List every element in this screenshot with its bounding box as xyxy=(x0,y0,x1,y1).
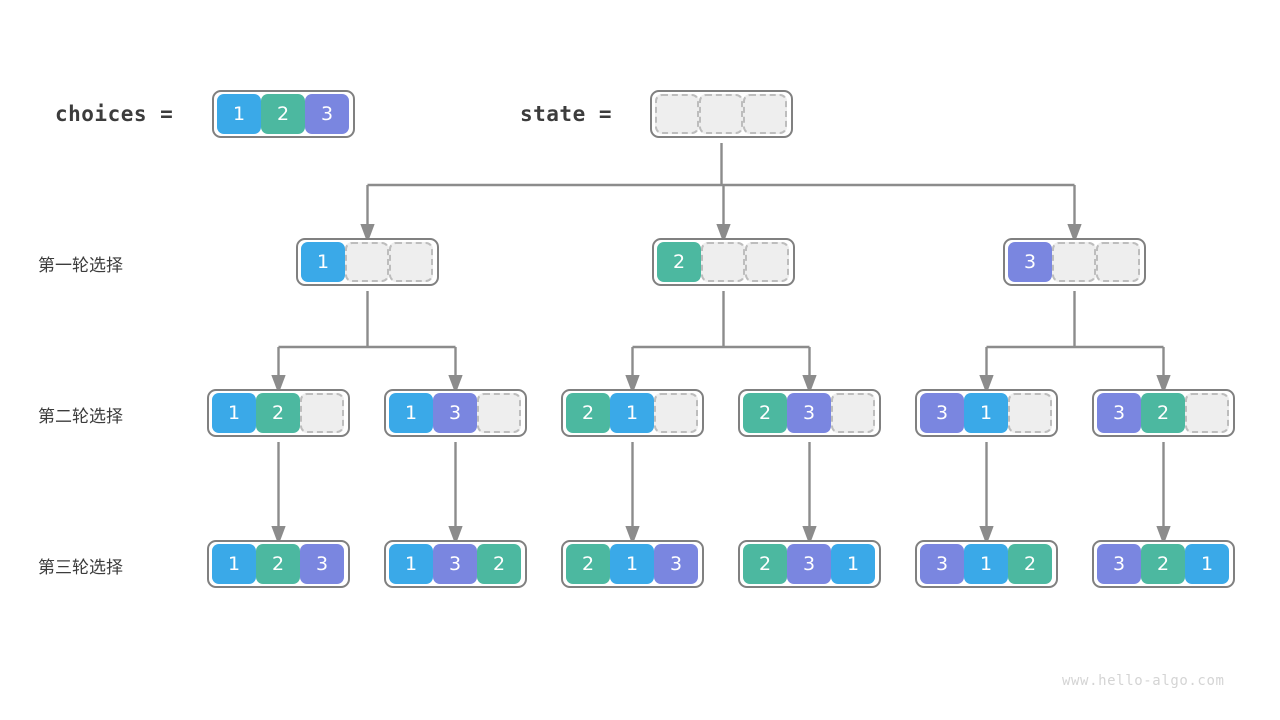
array-cell-empty xyxy=(1185,393,1229,433)
array-cell-empty xyxy=(743,94,787,134)
array-cell-filled: 1 xyxy=(212,544,256,584)
array-cell-empty xyxy=(345,242,389,282)
array-cell-filled: 1 xyxy=(964,544,1008,584)
array-cell-filled: 3 xyxy=(920,393,964,433)
array-cell-filled: 3 xyxy=(1097,393,1141,433)
state-label: state = xyxy=(520,102,613,126)
array-cell-filled: 3 xyxy=(920,544,964,584)
array-cell-filled: 1 xyxy=(389,393,433,433)
array-cell-empty xyxy=(1008,393,1052,433)
array-cell-filled: 2 xyxy=(743,544,787,584)
array-cell-filled: 2 xyxy=(566,544,610,584)
array-cell-filled: 3 xyxy=(305,94,349,134)
array-cell-filled: 2 xyxy=(566,393,610,433)
array-cell-empty xyxy=(699,94,743,134)
array-cell-filled: 3 xyxy=(300,544,344,584)
array-cell-filled: 3 xyxy=(1008,242,1052,282)
array-cell-filled: 3 xyxy=(654,544,698,584)
state-node-r1-2: 2 xyxy=(652,238,795,286)
array-cell-filled: 1 xyxy=(212,393,256,433)
array-cell-empty xyxy=(300,393,344,433)
array-cell-filled: 2 xyxy=(477,544,521,584)
watermark: www.hello-algo.com xyxy=(1062,673,1225,689)
array-cell-empty xyxy=(477,393,521,433)
array-cell-filled: 1 xyxy=(217,94,261,134)
array-cell-filled: 1 xyxy=(1185,544,1229,584)
array-cell-filled: 3 xyxy=(787,544,831,584)
array-cell-filled: 2 xyxy=(1008,544,1052,584)
row-label-3: 第三轮选择 xyxy=(38,558,123,578)
array-cell-filled: 3 xyxy=(1097,544,1141,584)
array-cell-empty xyxy=(655,94,699,134)
array-cell-filled: 2 xyxy=(256,544,300,584)
array-cell-filled: 2 xyxy=(261,94,305,134)
row-label-2: 第二轮选择 xyxy=(38,407,123,427)
array-cell-filled: 2 xyxy=(1141,544,1185,584)
array-cell-filled: 1 xyxy=(389,544,433,584)
array-cell-empty xyxy=(831,393,875,433)
state-node-r1-3: 3 xyxy=(1003,238,1146,286)
array-cell-filled: 3 xyxy=(787,393,831,433)
state-node-r1-1: 1 xyxy=(296,238,439,286)
array-cell-filled: 1 xyxy=(831,544,875,584)
array-cell-filled: 3 xyxy=(433,393,477,433)
array-cell-filled: 2 xyxy=(743,393,787,433)
array-cell-filled: 2 xyxy=(256,393,300,433)
array-cell-filled: 2 xyxy=(1141,393,1185,433)
array-cell-filled: 3 xyxy=(433,544,477,584)
array-cell-filled: 1 xyxy=(964,393,1008,433)
state-array xyxy=(650,90,793,138)
array-cell-empty xyxy=(654,393,698,433)
array-cell-filled: 2 xyxy=(657,242,701,282)
array-cell-empty xyxy=(389,242,433,282)
array-cell-filled: 1 xyxy=(610,393,654,433)
array-cell-filled: 1 xyxy=(301,242,345,282)
array-cell-empty xyxy=(701,242,745,282)
choices-label: choices = xyxy=(55,102,174,126)
array-cell-empty xyxy=(1052,242,1096,282)
array-cell-empty xyxy=(1096,242,1140,282)
array-cell-empty xyxy=(745,242,789,282)
array-cell-filled: 1 xyxy=(610,544,654,584)
row-label-1: 第一轮选择 xyxy=(38,256,123,276)
